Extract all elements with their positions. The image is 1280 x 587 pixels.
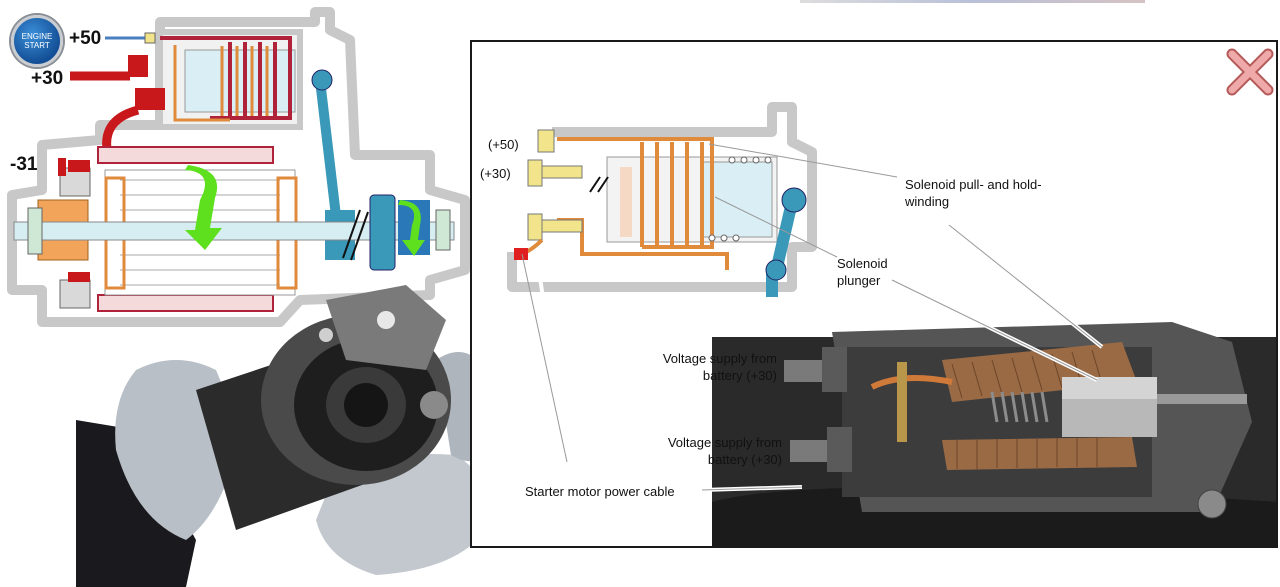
solenoid-plunger-label: Solenoid plunger [837, 255, 888, 289]
solenoid-plunger-line2: plunger [837, 273, 881, 288]
solenoid-detail-diagram [507, 102, 1276, 546]
engine-start-line1: ENGINE [21, 32, 53, 41]
starter-power-cable-label: Starter motor power cable [522, 483, 678, 500]
starter-cutaway-photo [712, 322, 1276, 546]
popup-terminal-50-label: (+50) [488, 137, 519, 152]
close-icon [1226, 48, 1274, 96]
detail-popup: (+50) (+30) Solenoid pull- and hold- win… [470, 40, 1278, 548]
top-edge-strip [800, 0, 1145, 3]
starter-motor-schematic [7, 7, 470, 327]
voltage-supply-1-line2: battery (+30) [702, 368, 777, 383]
voltage-supply-label-1: Voltage supply from battery (+30) [632, 350, 777, 384]
voltage-supply-2-line2: battery (+30) [707, 452, 782, 467]
solenoid-winding-line1: Solenoid pull- and hold- [905, 177, 1042, 192]
solenoid-winding-label: Solenoid pull- and hold- winding [905, 176, 1042, 210]
close-button[interactable] [1224, 46, 1276, 98]
engine-start-line2: START [24, 41, 50, 50]
solenoid-winding-line2: winding [905, 194, 950, 209]
engine-start-button[interactable]: ENGINE START [11, 15, 63, 67]
terminal-31-label: -31 [10, 154, 38, 175]
voltage-supply-label-2: Voltage supply from battery (+30) [637, 434, 782, 468]
starter-motor-photo [76, 285, 496, 587]
voltage-supply-2-line1: Voltage supply from [667, 435, 782, 450]
voltage-supply-1-line1: Voltage supply from [662, 351, 777, 366]
terminal-30-label: +30 [31, 68, 64, 89]
popup-terminal-30-label: (+30) [480, 166, 511, 181]
terminal-50-label: +50 [69, 28, 102, 49]
solenoid-plunger-line1: Solenoid [837, 256, 888, 271]
